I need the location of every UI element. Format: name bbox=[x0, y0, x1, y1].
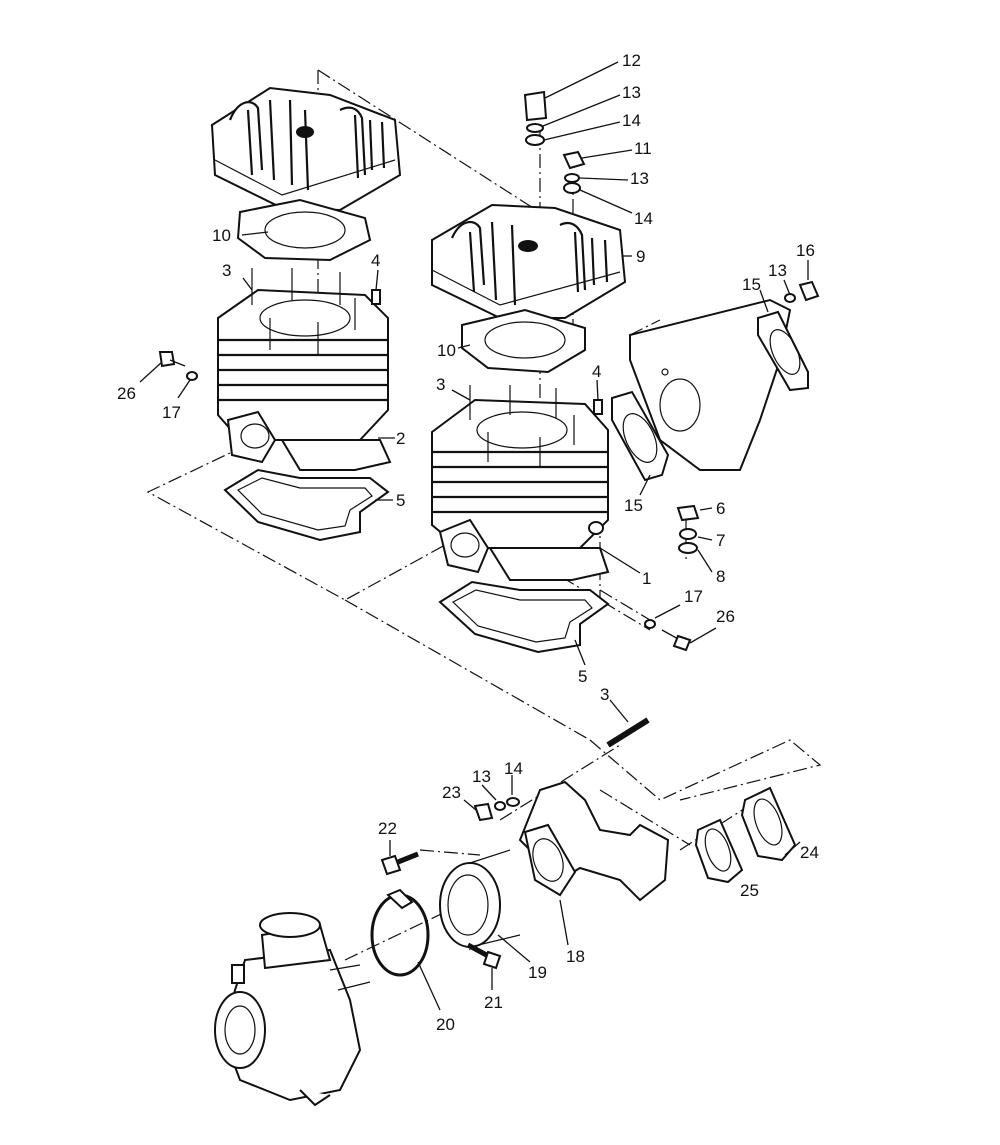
callout-5: 5 bbox=[396, 491, 405, 510]
callout-13: 13 bbox=[768, 261, 787, 280]
base-gasket-rear bbox=[223, 468, 390, 542]
bolt-rear-left bbox=[158, 351, 198, 381]
callout-17: 17 bbox=[162, 403, 181, 422]
leader-lines bbox=[139, 61, 809, 1011]
callout-14: 14 bbox=[622, 111, 641, 130]
clamp bbox=[370, 888, 430, 977]
callout-24: 24 bbox=[800, 843, 819, 862]
hardware-stack-top bbox=[523, 90, 586, 194]
callout-10: 10 bbox=[212, 226, 231, 245]
callout-20: 20 bbox=[436, 1015, 455, 1034]
callout-18: 18 bbox=[566, 947, 585, 966]
callout-13: 13 bbox=[622, 83, 641, 102]
callout-2: 2 bbox=[396, 429, 405, 448]
callout-4: 4 bbox=[371, 251, 380, 270]
callout-22: 22 bbox=[378, 819, 397, 838]
callout-26: 26 bbox=[117, 384, 136, 403]
cylinder-front bbox=[431, 385, 610, 581]
callout-15: 15 bbox=[742, 275, 761, 294]
exhaust-manifold bbox=[629, 298, 809, 471]
callout-11: 11 bbox=[634, 139, 652, 158]
screw-21 bbox=[466, 942, 502, 970]
intake-manifold bbox=[518, 780, 670, 902]
carburetor bbox=[214, 912, 371, 1107]
intake-boot bbox=[439, 849, 521, 948]
callout-3: 3 bbox=[600, 685, 609, 704]
callout-3: 3 bbox=[222, 261, 231, 280]
callout-15: 15 bbox=[624, 496, 643, 515]
callout-13: 13 bbox=[472, 767, 491, 786]
callout-14: 14 bbox=[504, 759, 523, 778]
head-gasket-front bbox=[461, 308, 586, 374]
screw-22 bbox=[380, 851, 419, 876]
intake-gasket-25 bbox=[694, 818, 744, 884]
callout-3: 3 bbox=[436, 375, 445, 394]
callout-16: 16 bbox=[796, 241, 815, 260]
base-gasket-front bbox=[438, 580, 610, 654]
callout-1: 1 bbox=[642, 569, 651, 588]
callout-17: 17 bbox=[684, 587, 703, 606]
callout-25: 25 bbox=[740, 881, 759, 900]
bolt-front-right bbox=[644, 619, 692, 652]
callout-10: 10 bbox=[437, 341, 456, 360]
hardware-right bbox=[784, 280, 820, 303]
callout-23: 23 bbox=[442, 783, 461, 802]
callout-8: 8 bbox=[716, 567, 725, 586]
callout-12: 12 bbox=[622, 51, 641, 70]
callout-6: 6 bbox=[716, 499, 725, 518]
callout-14: 14 bbox=[634, 209, 653, 228]
callout-19: 19 bbox=[528, 963, 547, 982]
callout-9: 9 bbox=[636, 247, 645, 266]
callout-13: 13 bbox=[630, 169, 649, 188]
intake-stud bbox=[606, 717, 650, 748]
cylinder-head-rear bbox=[210, 86, 402, 212]
callout-21: 21 bbox=[484, 993, 503, 1012]
head-gasket-rear bbox=[236, 198, 372, 262]
callout-4: 4 bbox=[592, 362, 601, 381]
callout-5: 5 bbox=[578, 667, 587, 686]
callout-labels: 12 13 14 11 13 14 9 16 13 15 10 3 4 26 1… bbox=[117, 51, 819, 1034]
callout-26: 26 bbox=[716, 607, 735, 626]
exhaust-gasket-front bbox=[611, 390, 670, 482]
hardware-nut-washers bbox=[676, 504, 700, 554]
hardware-intake bbox=[473, 797, 520, 822]
cylinder-head-front bbox=[431, 203, 627, 319]
callout-7: 7 bbox=[716, 531, 725, 550]
cylinder-rear bbox=[217, 268, 392, 471]
intake-gasket-24 bbox=[740, 786, 797, 862]
